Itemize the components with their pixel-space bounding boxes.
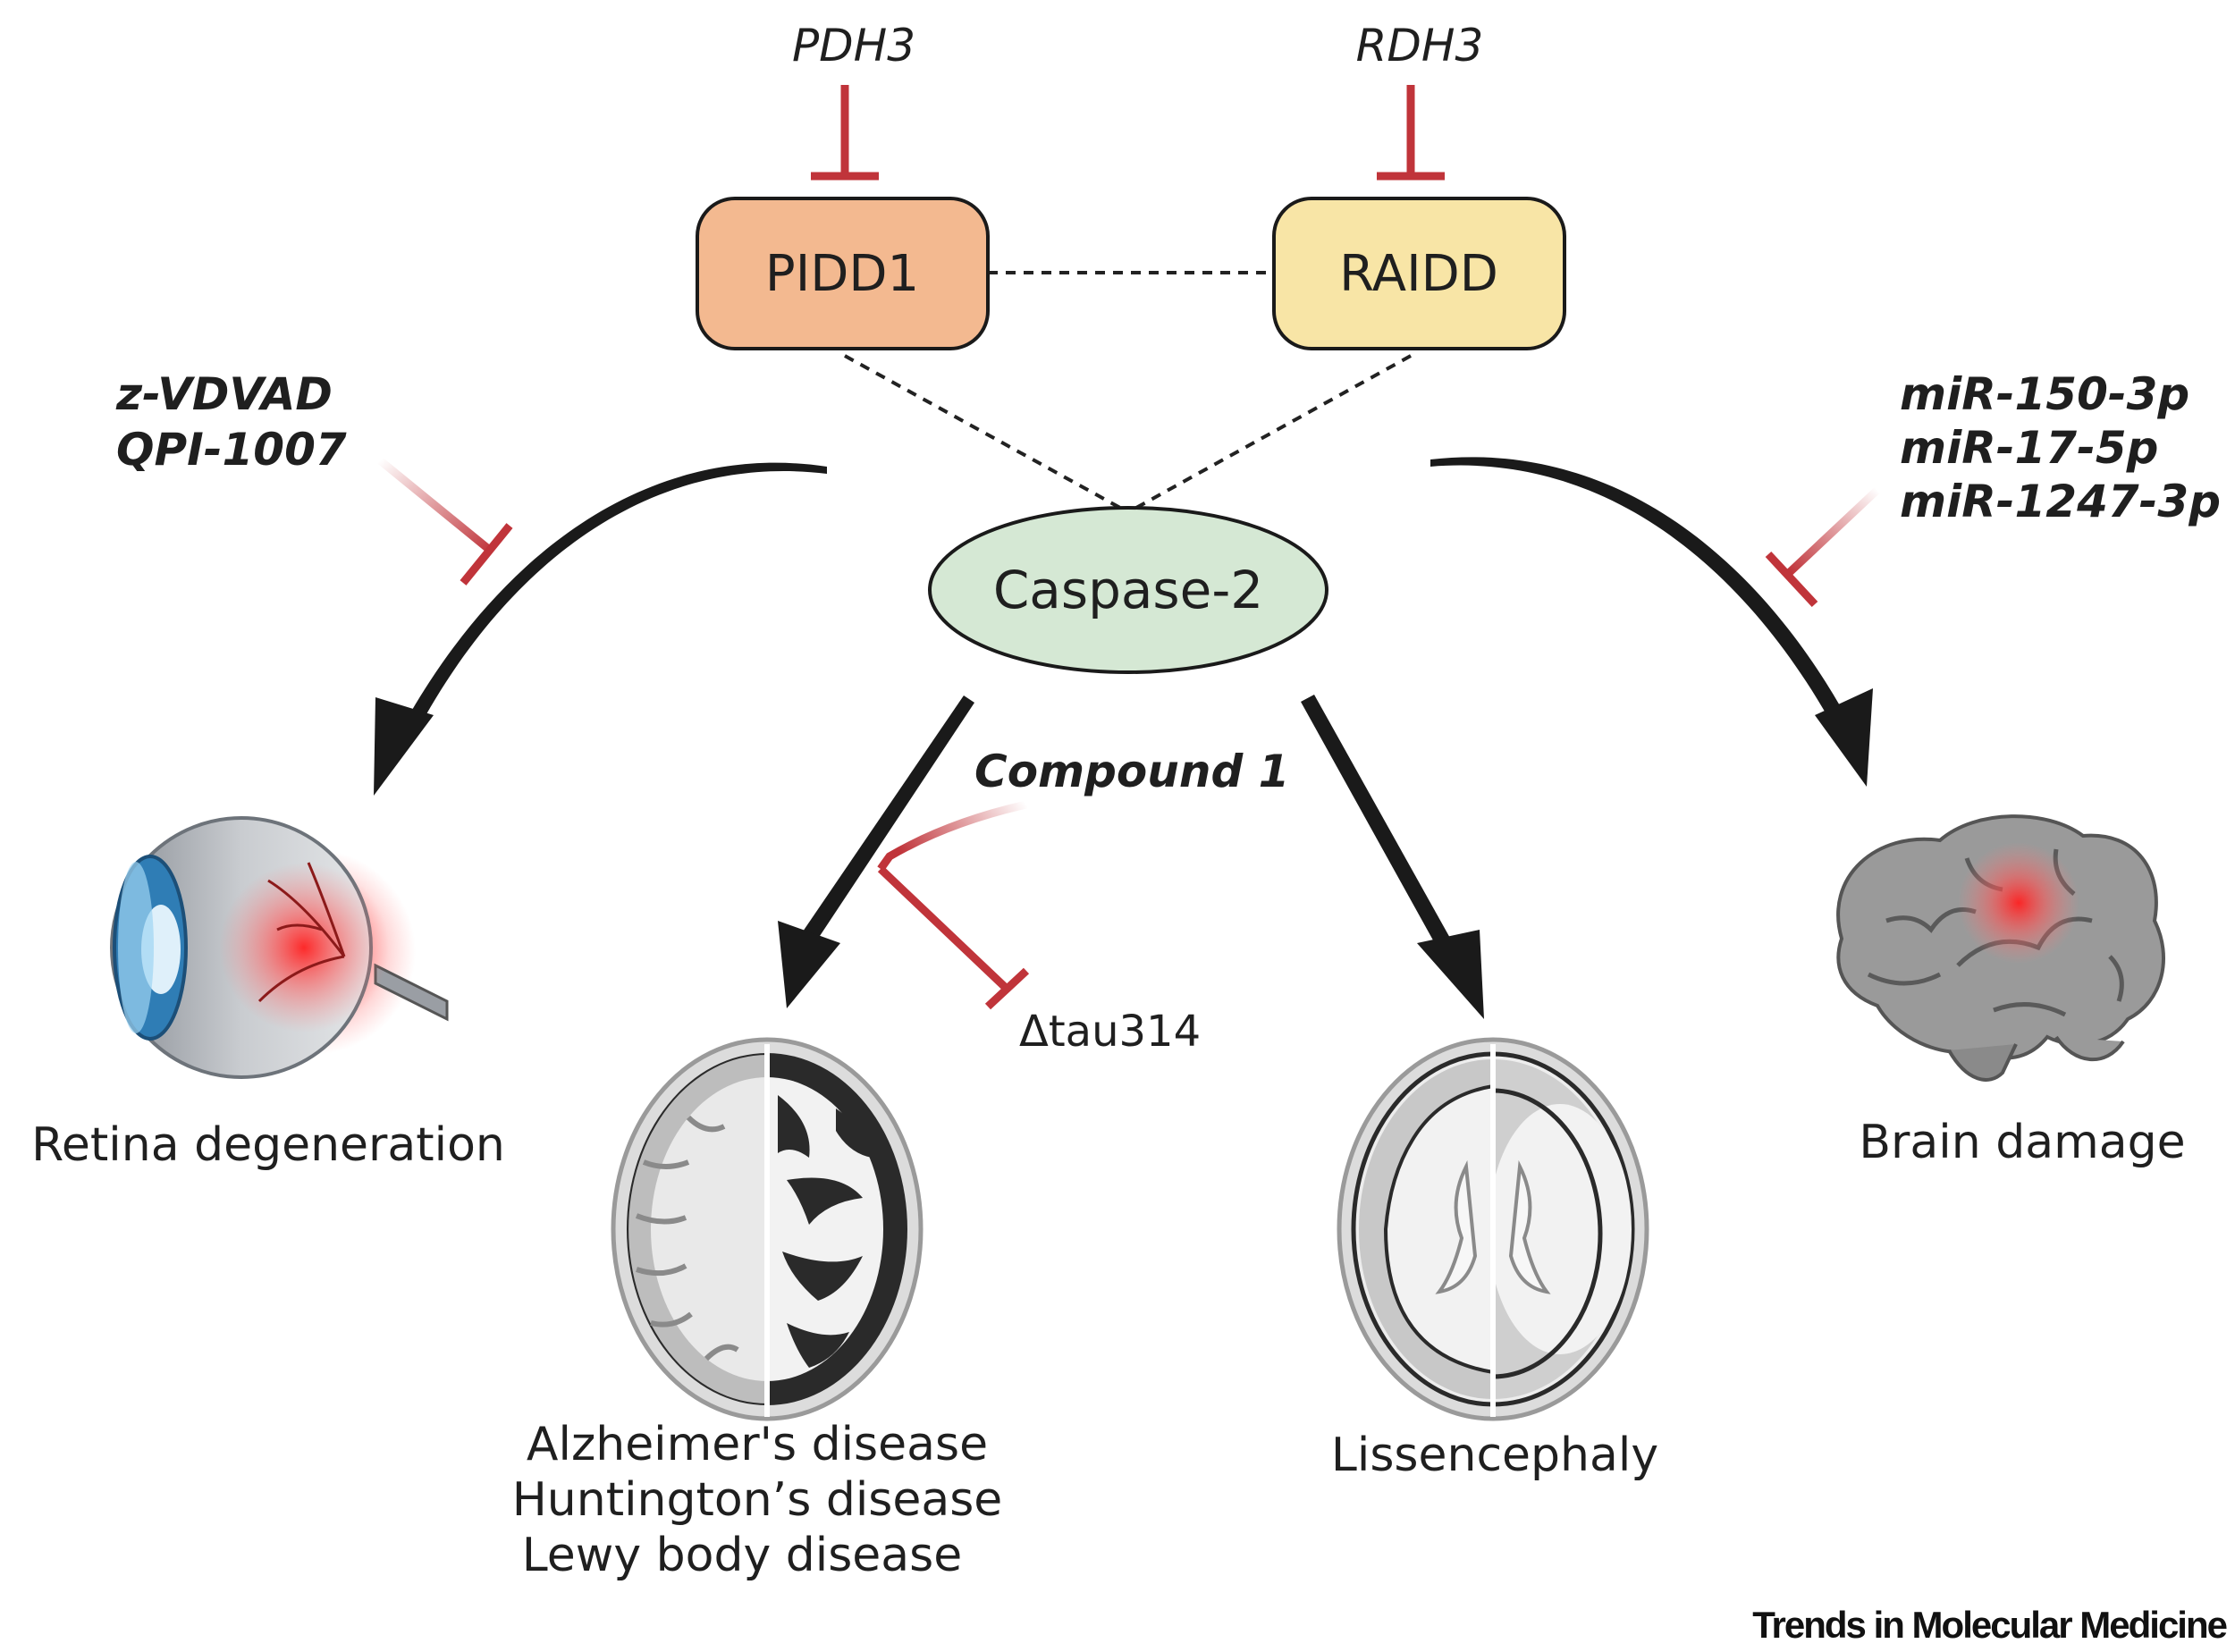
raidd-label: RAIDD [1339,245,1498,303]
rdh3-label: RDH3 [1356,20,1484,72]
arrow-to-brain-damage [1430,457,1873,787]
arrow-to-retina [374,462,827,796]
retina-degeneration-label: Retina degeneration [31,1118,505,1172]
mir-17-5p-label: miR-17-5p [1900,422,2158,474]
brain-damage-inhibition [1765,486,1881,608]
lewy-body-label: Lewy body disease [522,1529,963,1582]
compound-1-inhibition [877,800,1030,1010]
caspase2-label: Caspase-2 [993,560,1263,620]
raidd-node: RAIDD [1272,197,1566,350]
pidd1-node: PIDD1 [696,197,990,350]
z-vdvad-label: z-VDVAD [115,368,333,420]
arrow-to-alzheimers [778,695,974,1008]
brain-side-icon [1836,814,2165,1082]
pdh3-label: PDH3 [792,20,915,72]
lissencephaly-label: Lissencephaly [1331,1429,1658,1482]
compound-1-label: Compound 1 [974,746,1289,797]
mir-1247-3p-label: miR-1247-3p [1900,476,2221,527]
qpi-1007-label: QPI-1007 [116,424,347,476]
brain-axial-lissencephaly-icon [1337,1037,1649,1421]
pidd1-label: PIDD1 [765,245,919,303]
retina-inhibition [377,457,513,586]
arrow-to-lissencephaly [1301,695,1484,1019]
journal-footer: Trends in Molecular Medicine [1752,1604,2226,1646]
dashed-interactions [844,271,1412,514]
delta-tau314-label: Δtau314 [1019,1007,1201,1057]
eye-icon [110,816,449,1079]
brain-axial-ad-icon [611,1037,924,1421]
rdh3-inhibition [1377,85,1445,181]
brain-damage-label: Brain damage [1859,1116,2185,1169]
huntingtons-label: Huntington’s disease [512,1473,1003,1527]
alzheimers-label: Alzheimer's disease [527,1418,988,1471]
pdh3-inhibition [811,85,879,181]
caspase2-node: Caspase-2 [928,506,1328,674]
mir-150-3p-label: miR-150-3p [1900,368,2189,420]
